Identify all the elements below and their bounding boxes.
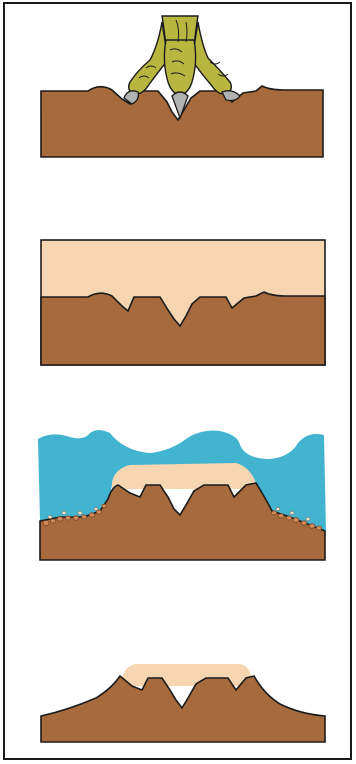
foot-middle-toe	[164, 40, 195, 95]
wave-erosion-diagram	[0, 425, 356, 565]
natural-cast-diagram	[0, 650, 356, 745]
panel-footprint-impression	[0, 0, 356, 165]
panel-wave-erosion	[0, 425, 356, 565]
sand-layer	[112, 463, 256, 489]
foot-left-toe	[129, 22, 168, 94]
sediment-infill-diagram	[0, 230, 356, 370]
panel-sediment-infill	[0, 230, 356, 370]
panel-natural-cast	[0, 650, 356, 745]
footprint-impression-diagram	[0, 0, 356, 165]
sand-layer	[122, 664, 252, 686]
foot-right-toe	[192, 22, 231, 94]
